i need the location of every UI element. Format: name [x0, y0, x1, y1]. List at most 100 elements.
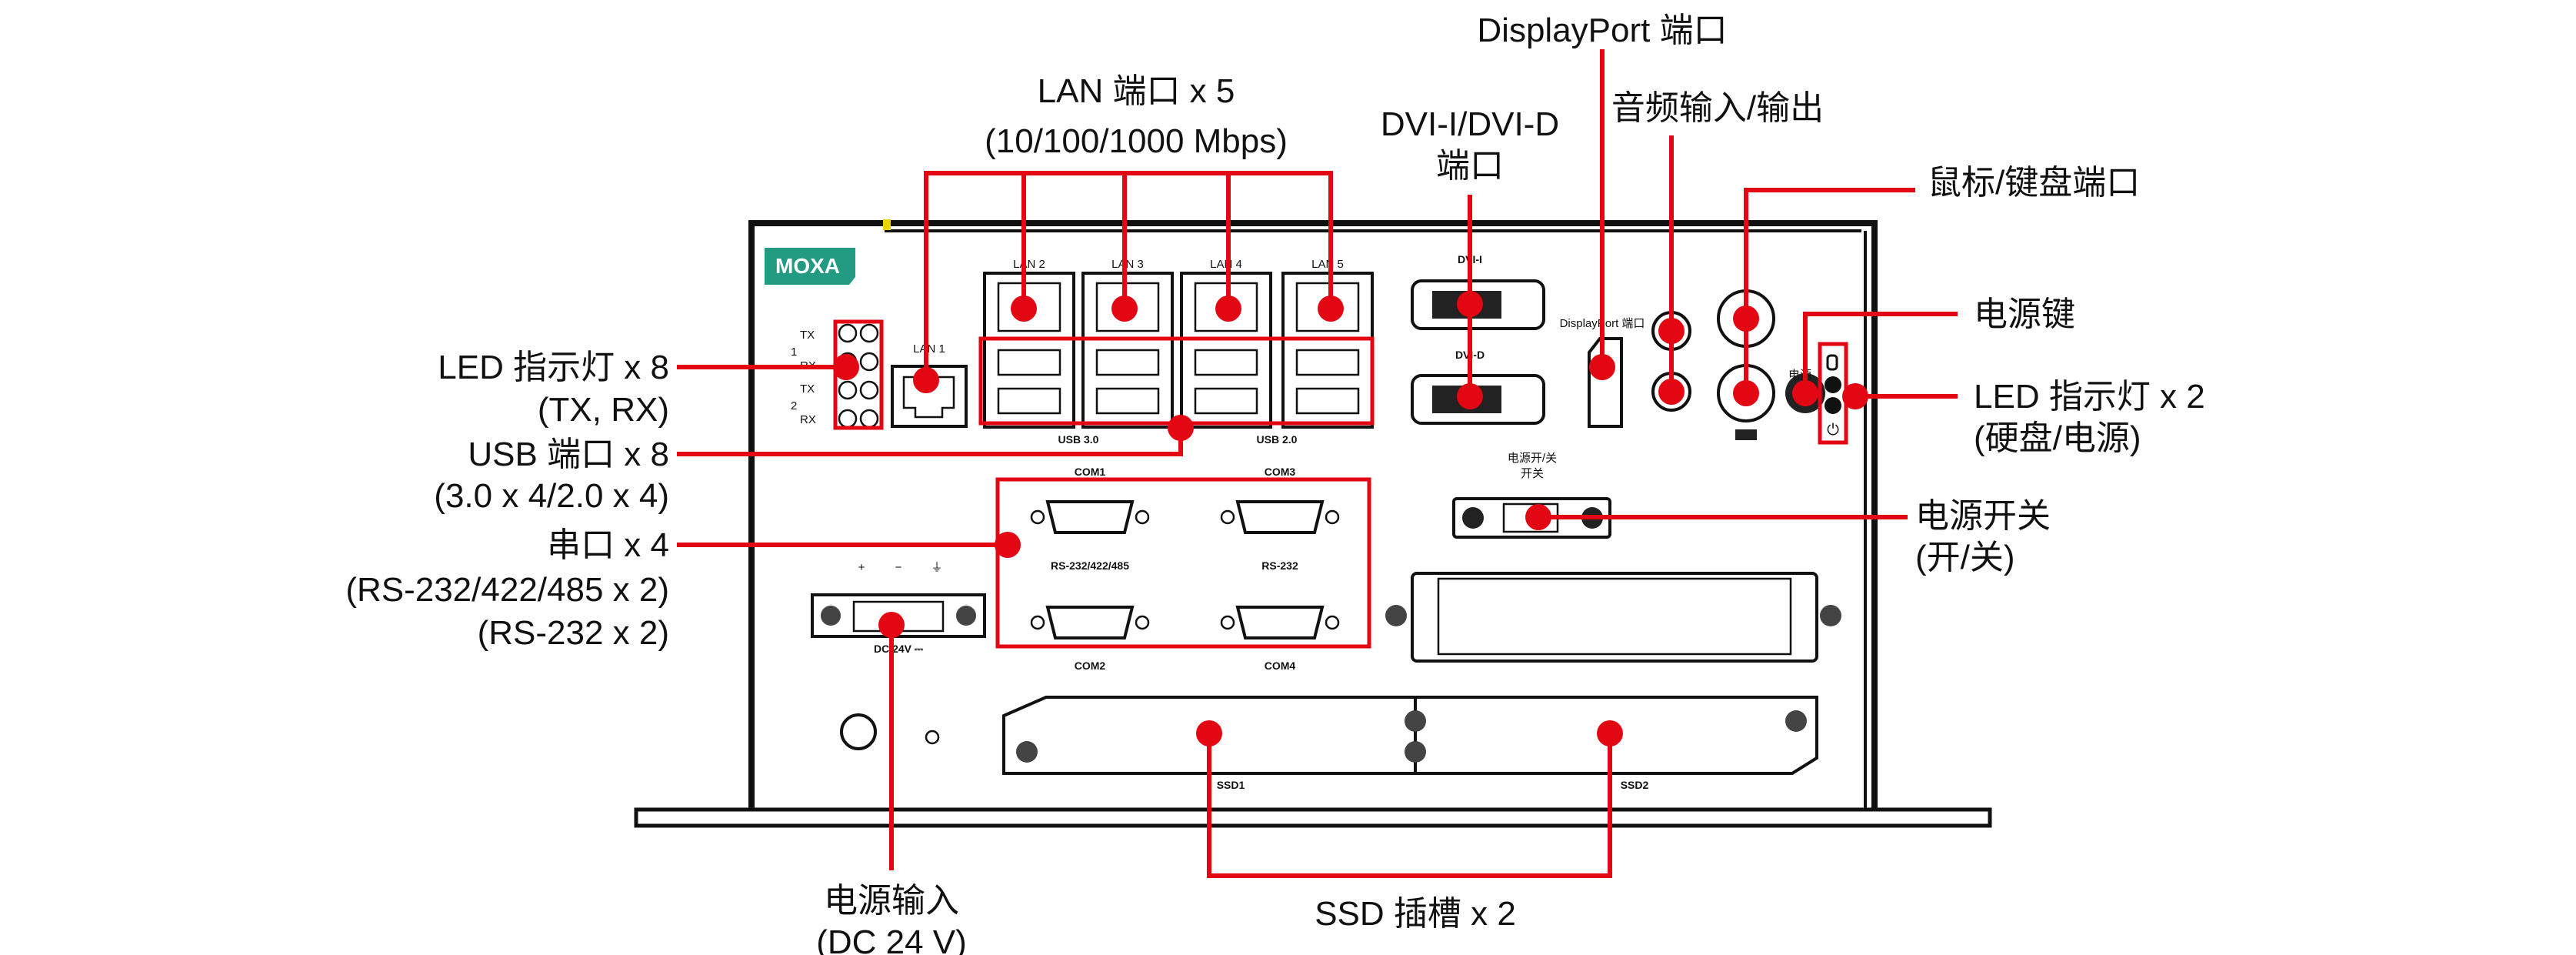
led-light [838, 323, 858, 343]
dc-minus: − [895, 561, 902, 574]
ground-screw [840, 713, 877, 750]
screw [1135, 509, 1150, 525]
tx-label: TX [800, 329, 815, 342]
tx-label: TX [800, 382, 815, 396]
callout-dot [1011, 296, 1037, 322]
power-label: 电源 [1788, 369, 1811, 382]
screw [1135, 615, 1150, 630]
usb-port [1095, 387, 1160, 415]
usb-port [997, 387, 1061, 415]
ground-icon [925, 730, 940, 745]
moxa-logo: MOXA [765, 248, 855, 285]
callout-dot [1658, 318, 1685, 344]
ssd-callout: SSD 插槽 x 2 [1315, 895, 1516, 933]
usb-port [1095, 349, 1160, 376]
rx-label: RX [800, 413, 816, 426]
ssd-slots: SSD1 SSD2 [1002, 696, 1818, 791]
callout-dot [1792, 380, 1818, 406]
db9-port [1235, 500, 1325, 534]
com3-label: COM3 [1265, 466, 1296, 478]
led-group-1: 1 [791, 346, 797, 359]
dc-power-input: + − ⏚ DC 24V ⎓ [811, 561, 986, 655]
callout-dot [1658, 379, 1685, 405]
lan-callout-speed: (10/100/1000 Mbps) [985, 122, 1288, 160]
lan1-port: LAN 1 [891, 342, 968, 428]
dvi-i-port: DVI-I [1411, 253, 1545, 330]
dc-ground: ⏚ [931, 561, 942, 574]
ssd2-label: SSD2 [1621, 779, 1649, 791]
usb-callout: USB 端口 x 8 [468, 436, 669, 473]
callout-dot [878, 612, 905, 638]
callout-dot [1215, 296, 1241, 322]
usb-port [997, 349, 1061, 376]
usb20-label: USB 2.0 [1257, 433, 1298, 446]
db9-port [1045, 500, 1135, 534]
callout-dot [1457, 383, 1483, 409]
usb-port [1295, 387, 1360, 415]
callout-dot [995, 532, 1021, 558]
lan-usb-block: LAN 5 [1281, 258, 1374, 429]
lan-label: LAN 5 [1311, 258, 1344, 271]
dc-plus: + [858, 561, 865, 574]
com4-label: COM4 [1265, 659, 1296, 672]
switch-label: 电源开/关 [1508, 452, 1557, 465]
com1-type: RS-232/422/485 [1051, 559, 1129, 572]
callout-dot [1589, 354, 1615, 380]
db9-port [1045, 606, 1135, 639]
audio-callout: 音频输入/输出 [1611, 89, 1824, 127]
dvi-callout: DVI-I/DVI-D [1381, 105, 1559, 143]
serial-callout-2: (RS-232/422/485 x 2) [345, 571, 669, 609]
lan-label: LAN 2 [1013, 258, 1045, 271]
callout-lines [677, 49, 1958, 878]
usb-port [1295, 349, 1360, 376]
db9-port [1235, 606, 1325, 639]
callout-dot [1111, 296, 1138, 322]
ps2-callout: 鼠标/键盘端口 [1928, 164, 2140, 202]
callout-dot [1733, 380, 1759, 406]
power-input-callout-2: (DC 24 V) [816, 923, 967, 955]
ssd1-label: SSD1 [1217, 779, 1245, 791]
led-light [859, 352, 879, 372]
switch-sublabel: 开关 [1521, 467, 1544, 480]
callout-dot [1525, 504, 1551, 530]
led-light [859, 409, 879, 429]
rj45-port [1295, 282, 1360, 332]
power-switch-callout-2: (开/关) [1915, 539, 2015, 576]
callout-dot [913, 367, 939, 393]
led2-callout: LED 指示灯 x 2 [1974, 378, 2205, 416]
dvi-d-port: DVI-D [1411, 349, 1545, 425]
led-light [859, 323, 879, 343]
lan-callout: LAN 端口 x 5 [1038, 72, 1235, 110]
expansion-slot [1385, 572, 1841, 663]
screw [1030, 509, 1045, 525]
power-switch-callout: 电源开关 [1915, 497, 2051, 535]
serial-ports [1030, 500, 1340, 639]
serial-callout-3: (RS-232 x 2) [478, 614, 669, 652]
callout-dot [1842, 383, 1868, 409]
callout-dot [1597, 720, 1623, 746]
led-light [859, 380, 879, 400]
com1-label: COM1 [1075, 466, 1106, 478]
led8-callout-2: (TX, RX) [538, 391, 669, 429]
led-light [838, 380, 858, 400]
keyboard-icon [1735, 429, 1757, 440]
com3-type: RS-232 [1261, 559, 1298, 572]
lan1-label: LAN 1 [913, 342, 945, 356]
usb30-label: USB 3.0 [1058, 433, 1099, 446]
dp-callout: DisplayPort 端口 [1477, 12, 1727, 49]
screw [1325, 615, 1340, 630]
screw [1220, 615, 1235, 630]
screw [1220, 509, 1235, 525]
callout-dot [1318, 296, 1344, 322]
lan-label: LAN 3 [1111, 258, 1144, 271]
dc-label: DC 24V ⎓ [874, 643, 924, 655]
callout-dot [1196, 720, 1222, 746]
dvi-callout-2: 端口 [1436, 147, 1504, 185]
lan-usb-block: LAN 2 [983, 258, 1075, 429]
power-key-callout: 电源键 [1974, 296, 2075, 333]
led2-callout-2: (硬盘/电源) [1974, 419, 2141, 457]
rj45-port [997, 282, 1061, 332]
usb-port [1194, 387, 1258, 415]
